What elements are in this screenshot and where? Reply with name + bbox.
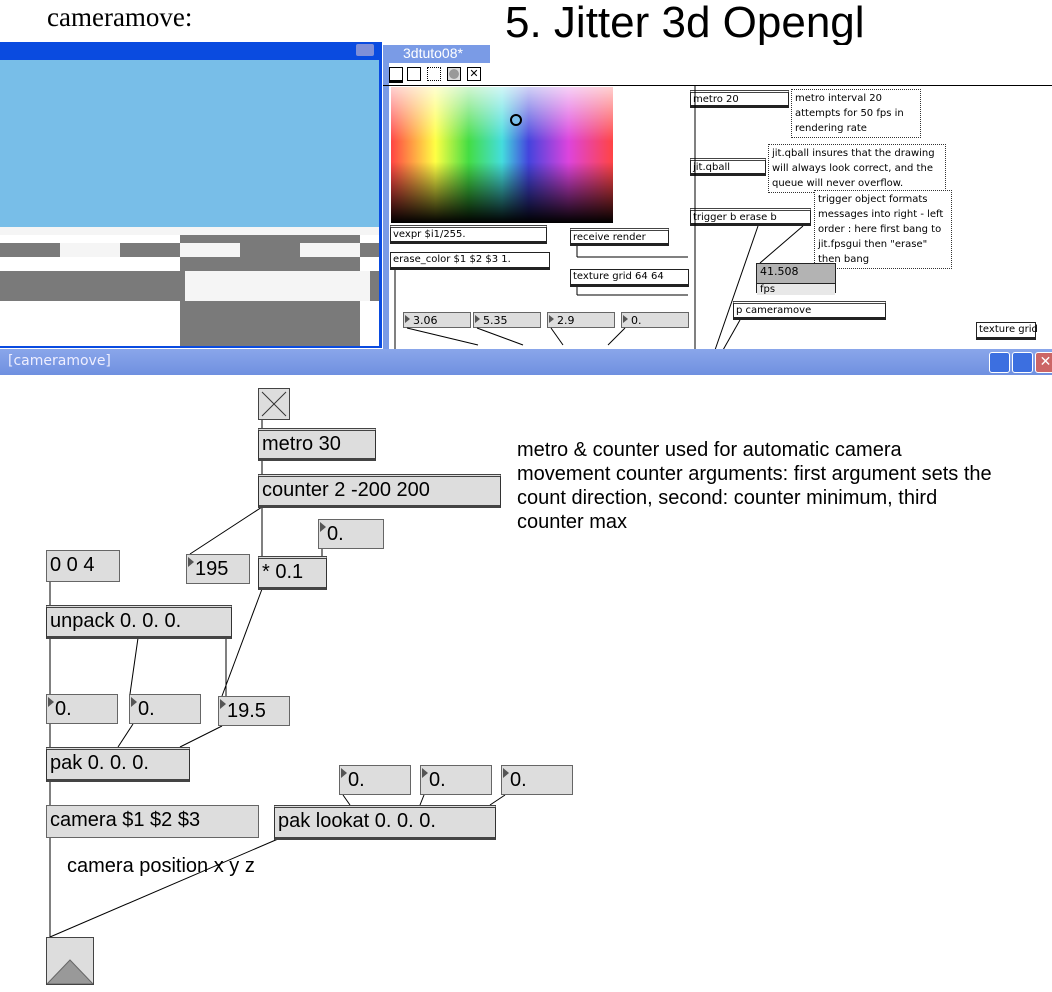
camera-position-comment: camera position x y z (67, 855, 255, 877)
lookat-number-y[interactable]: 0. (420, 765, 492, 795)
pak-object[interactable]: pak 0. 0. 0. (46, 747, 190, 782)
trigger-object[interactable]: trigger b erase b (690, 208, 811, 226)
maximize-icon[interactable] (1012, 352, 1033, 373)
patch-cords (394, 86, 804, 350)
window-title: [cameramove] (8, 353, 111, 369)
color-picker-swatch[interactable] (391, 87, 613, 223)
number-box[interactable]: 3.06 (403, 312, 471, 328)
number-box-y[interactable]: 0. (129, 694, 201, 724)
fps-value: 41.508 (757, 264, 835, 283)
unpack-object[interactable]: unpack 0. 0. 0. (46, 605, 232, 639)
message-0-0-4[interactable]: 0 0 4 (46, 550, 120, 582)
trigger-comment: trigger object formats messages into rig… (814, 190, 952, 269)
outlet-triangle-icon (47, 959, 93, 984)
texture-grid-message-2[interactable]: texture grid (976, 322, 1038, 340)
counter-comment: metro & counter used for automatic camer… (517, 439, 992, 533)
counter-object[interactable]: counter 2 -200 200 (258, 474, 501, 508)
cameramove-window-titlebar[interactable]: [cameramove] ✕ (0, 349, 1052, 375)
toggle-tool-icon[interactable]: ✕ (467, 67, 481, 81)
picker-cursor[interactable] (510, 114, 522, 126)
close-icon[interactable]: ✕ (1035, 352, 1052, 373)
camera-message[interactable]: camera $1 $2 $3 (46, 805, 259, 838)
minimize-icon[interactable] (989, 352, 1010, 373)
number-box[interactable]: 2.9 (547, 312, 615, 328)
texture-grid-message[interactable]: texture grid 64 64 (570, 269, 689, 287)
multiply-object[interactable]: * 0.1 (258, 556, 327, 590)
window-title: 3dtuto08* (383, 45, 490, 63)
object-box-tool-icon[interactable] (407, 67, 421, 81)
number-box[interactable]: 0. (621, 312, 689, 328)
outlet[interactable] (46, 937, 94, 985)
fps-gui[interactable]: 41.508 fps (756, 263, 836, 295)
heading-jitter: 5. Jitter 3d Opengl (505, 0, 865, 47)
number-box-195[interactable]: 195 (186, 554, 250, 584)
erase-color-message[interactable]: erase_color $1 $2 $3 1. (390, 252, 550, 270)
comment-tool-icon[interactable] (427, 67, 441, 81)
metro-30-object[interactable]: metro 30 (258, 428, 376, 461)
number-box[interactable]: 0. (318, 519, 384, 549)
bang-tool-icon[interactable] (447, 67, 461, 81)
toolbar: ✕ (389, 65, 489, 83)
render-window[interactable] (0, 42, 382, 348)
patcher-window-3dtuto08[interactable]: 3dtuto08* ✕ vexpr $i1/255. erase_color $… (383, 45, 1052, 350)
metro-comment: metro interval 20 attempts for 50 fps in… (791, 89, 921, 138)
vexpr-object[interactable]: vexpr $i1/255. (390, 225, 547, 244)
toggle-x-icon (261, 391, 287, 417)
lookat-number-z[interactable]: 0. (501, 765, 573, 795)
pak-lookat-object[interactable]: pak lookat 0. 0. 0. (274, 805, 496, 840)
fps-label: fps (757, 283, 835, 295)
number-box[interactable]: 5.35 (473, 312, 541, 328)
close-icon[interactable] (356, 44, 374, 56)
receive-render-object[interactable]: receive render (570, 228, 669, 246)
message-box-tool-icon[interactable] (389, 67, 403, 83)
gl-view (0, 60, 379, 346)
toggle[interactable] (258, 388, 290, 420)
metro-20-object[interactable]: metro 20 (690, 90, 789, 108)
heading-cameramove: cameramove: (47, 2, 193, 32)
lookat-number-x[interactable]: 0. (339, 765, 411, 795)
number-box-x[interactable]: 0. (46, 694, 118, 724)
qball-comment: jit.qball insures that the drawing will … (768, 144, 946, 193)
number-box-z[interactable]: 19.5 (218, 696, 290, 726)
p-cameramove-object[interactable]: p cameramove (733, 301, 886, 320)
jit-qball-object[interactable]: jit.qball (690, 158, 766, 176)
